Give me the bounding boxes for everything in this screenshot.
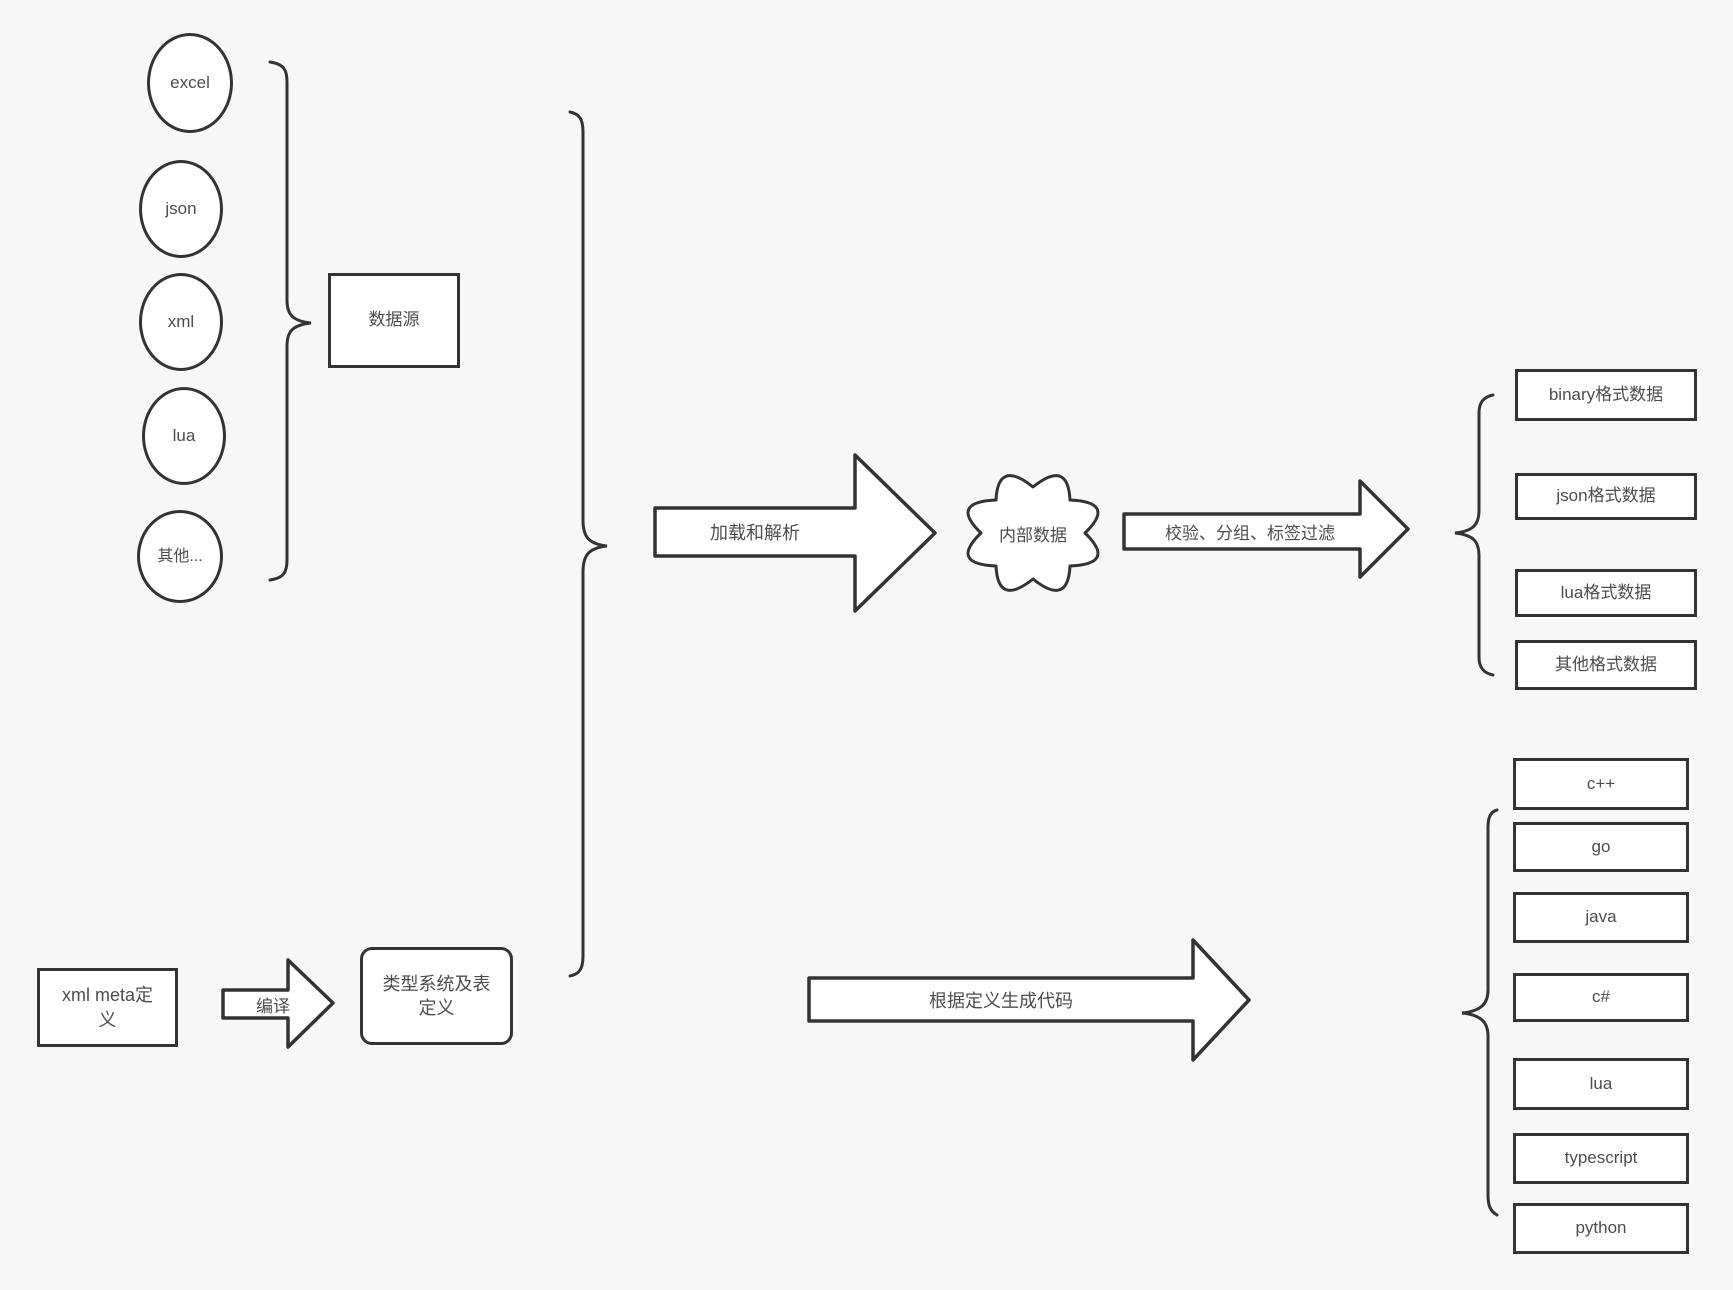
source-node-label: 其他... [157, 547, 203, 565]
format-box-json: json格式数据 [1515, 473, 1697, 520]
load-arrow-shape [653, 453, 937, 613]
data-source-label: 数据源 [368, 310, 420, 330]
language-box-label: go [1591, 836, 1611, 856]
codegen-arrow-shape [807, 938, 1251, 1062]
source-node-excel: excel [147, 33, 233, 133]
xml-meta-box: xml meta定义 [37, 968, 178, 1047]
language-box-label: typescript [1564, 1148, 1638, 1168]
language-box-python: python [1513, 1203, 1689, 1254]
internal-data-cloud [966, 474, 1100, 592]
data-source-box: 数据源 [328, 273, 460, 368]
format-box-other: 其他格式数据 [1515, 640, 1697, 690]
sources-brace [268, 60, 312, 582]
type-system-box: 类型系统及表定义 [360, 947, 513, 1045]
language-box-label: lua [1589, 1073, 1613, 1093]
format-box-label: json格式数据 [1556, 486, 1656, 506]
source-node-label: lua [172, 425, 196, 445]
language-box-csharp: c# [1513, 973, 1689, 1022]
source-node-xml: xml [139, 273, 223, 371]
languages-brace [1461, 808, 1499, 1217]
language-box-label: c# [1592, 987, 1610, 1007]
type-system-label: 类型系统及表定义 [382, 973, 491, 1018]
source-node-label: excel [170, 72, 210, 92]
source-node-other: 其他... [137, 510, 223, 603]
source-node-label: json [165, 198, 197, 218]
filter-arrow-shape [1122, 479, 1410, 579]
language-box-go: go [1513, 822, 1689, 872]
language-box-cpp: c++ [1513, 758, 1689, 810]
source-node-label: xml [167, 311, 195, 331]
main-brace [568, 110, 608, 978]
format-box-label: lua格式数据 [1560, 582, 1652, 602]
language-box-typescript: typescript [1513, 1133, 1689, 1184]
format-box-label: 其他格式数据 [1555, 654, 1657, 674]
language-box-label: c++ [1586, 773, 1616, 793]
language-box-java: java [1513, 892, 1689, 943]
language-box-label: python [1575, 1218, 1627, 1238]
compile-arrow-shape [221, 958, 335, 1049]
xml-meta-label: xml meta定义 [61, 985, 153, 1030]
language-box-label: java [1585, 907, 1617, 927]
formats-brace [1454, 393, 1495, 677]
language-box-lua: lua [1513, 1058, 1689, 1110]
format-box-lua: lua格式数据 [1515, 569, 1697, 617]
source-node-json: json [139, 160, 223, 258]
format-box-label: binary格式数据 [1548, 384, 1664, 404]
format-box-binary: binary格式数据 [1515, 369, 1697, 421]
source-node-lua: lua [142, 387, 226, 485]
